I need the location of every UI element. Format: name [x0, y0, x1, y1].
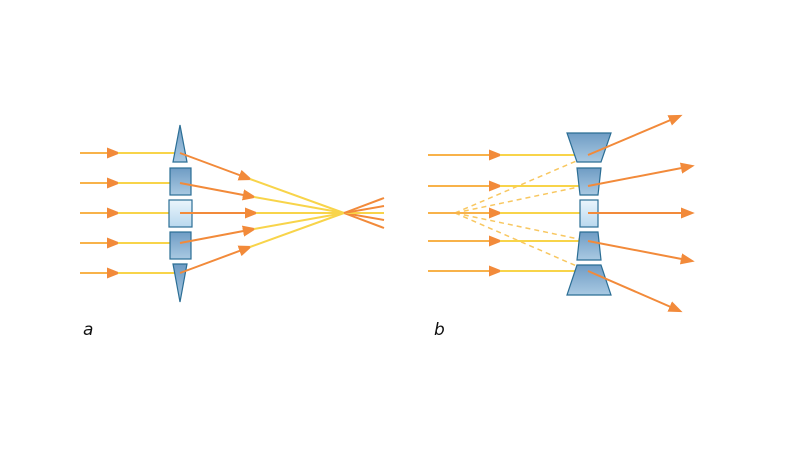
panel-b-label: b	[434, 320, 445, 340]
panel-b-lens	[566, 132, 612, 296]
panel-a-lens	[168, 124, 193, 303]
panel-a-refracted-rays	[179, 152, 385, 274]
panel-b-diverging	[428, 114, 695, 313]
panel-b-refracted-rays	[587, 114, 695, 313]
panel-a-label: a	[83, 320, 94, 340]
panel-a-converging	[80, 124, 385, 303]
panel-b-incoming-rays	[428, 149, 588, 277]
panel-a-incoming-rays	[80, 147, 180, 279]
